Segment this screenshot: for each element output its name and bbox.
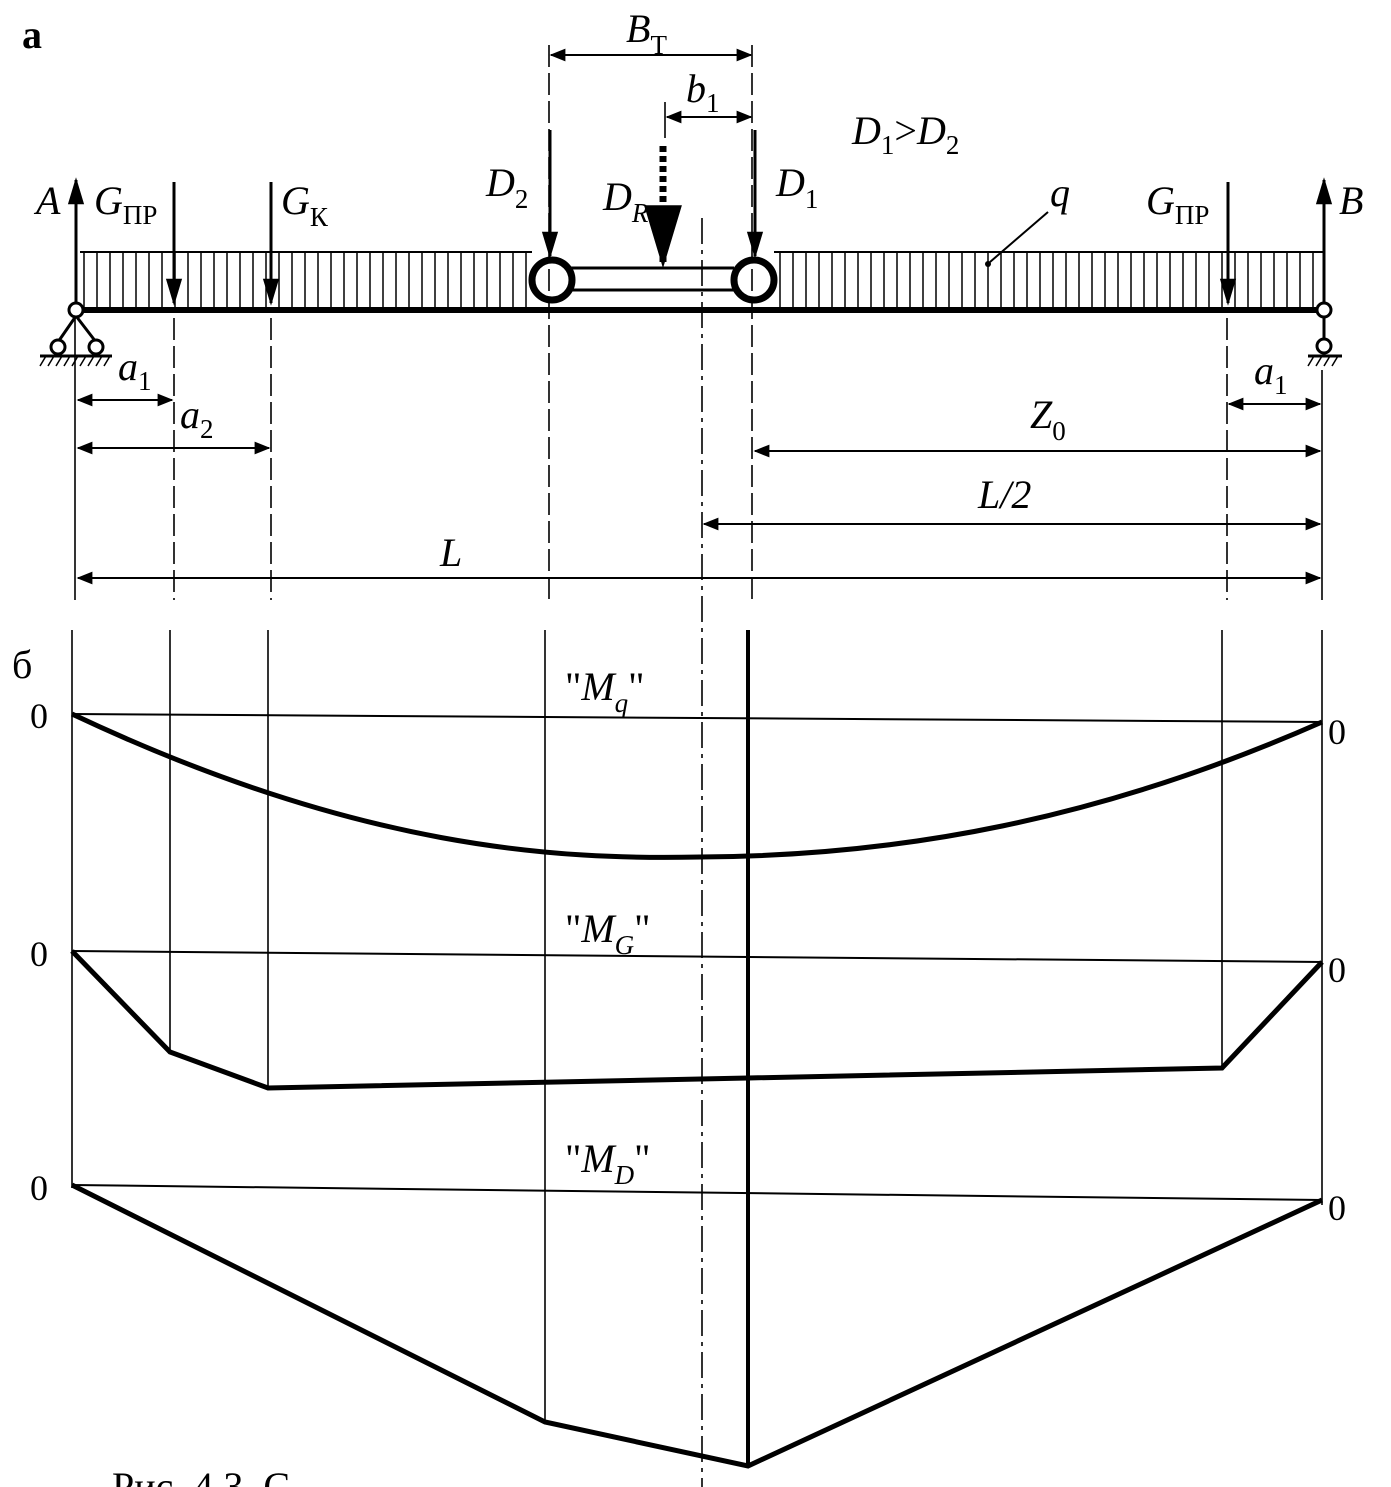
label-Gpr-left: GПР [94,178,157,230]
label-MG: "MG" [565,906,650,960]
label-b1: b1 [686,66,720,118]
figure-caption: Рис. 4.3. С [112,1464,290,1487]
extension-lines [74,45,1323,600]
label-a1-right: a1 [1254,348,1288,400]
zero-left-MD: 0 [30,1168,48,1208]
label-a1-left: a1 [118,344,152,396]
zero-right-MD: 0 [1328,1188,1346,1228]
panel-label-a: а [22,12,42,57]
label-Gk: GК [281,178,329,232]
label-inequality: D1>D2 [851,108,959,160]
label-Mq: "Mq" [565,664,644,718]
label-BT: BТ [626,6,667,60]
curve-Mq [70,711,1324,860]
q-leader-dot [985,261,991,267]
zero-left-Mq: 0 [30,696,48,736]
label-MD: "MD" [565,1136,650,1190]
trolley-wheel-left [528,256,576,304]
zero-right-Mq: 0 [1328,712,1346,752]
label-a2: a2 [180,392,214,444]
distributed-load-q [80,251,1324,307]
label-D1: D1 [775,160,818,214]
curve-MG [70,949,1324,1091]
label-Z0: Z0 [1030,392,1066,446]
label-B: B [1339,178,1363,223]
support-left [39,301,112,367]
zero-right-MG: 0 [1328,950,1346,990]
label-A: A [33,178,61,223]
trolley-wheel-right [730,256,778,304]
baseline-Mq [71,713,1323,723]
q-leader [989,211,1049,263]
baseline-MG [71,950,1323,963]
guide-lines-b [71,630,1323,1422]
label-DR: DR [602,174,649,228]
label-q: q [1050,170,1070,215]
label-L: L [439,530,462,575]
label-L-half: L/2 [977,472,1031,517]
panel-label-b: б [12,642,32,687]
curve-MD [70,1182,1324,1469]
trolley [528,256,778,304]
baseline-MD [71,1184,1323,1201]
label-Gpr-right: GПР [1146,178,1209,230]
zero-left-MG: 0 [30,934,48,974]
label-D2: D2 [485,160,528,214]
support-right [1307,301,1342,367]
